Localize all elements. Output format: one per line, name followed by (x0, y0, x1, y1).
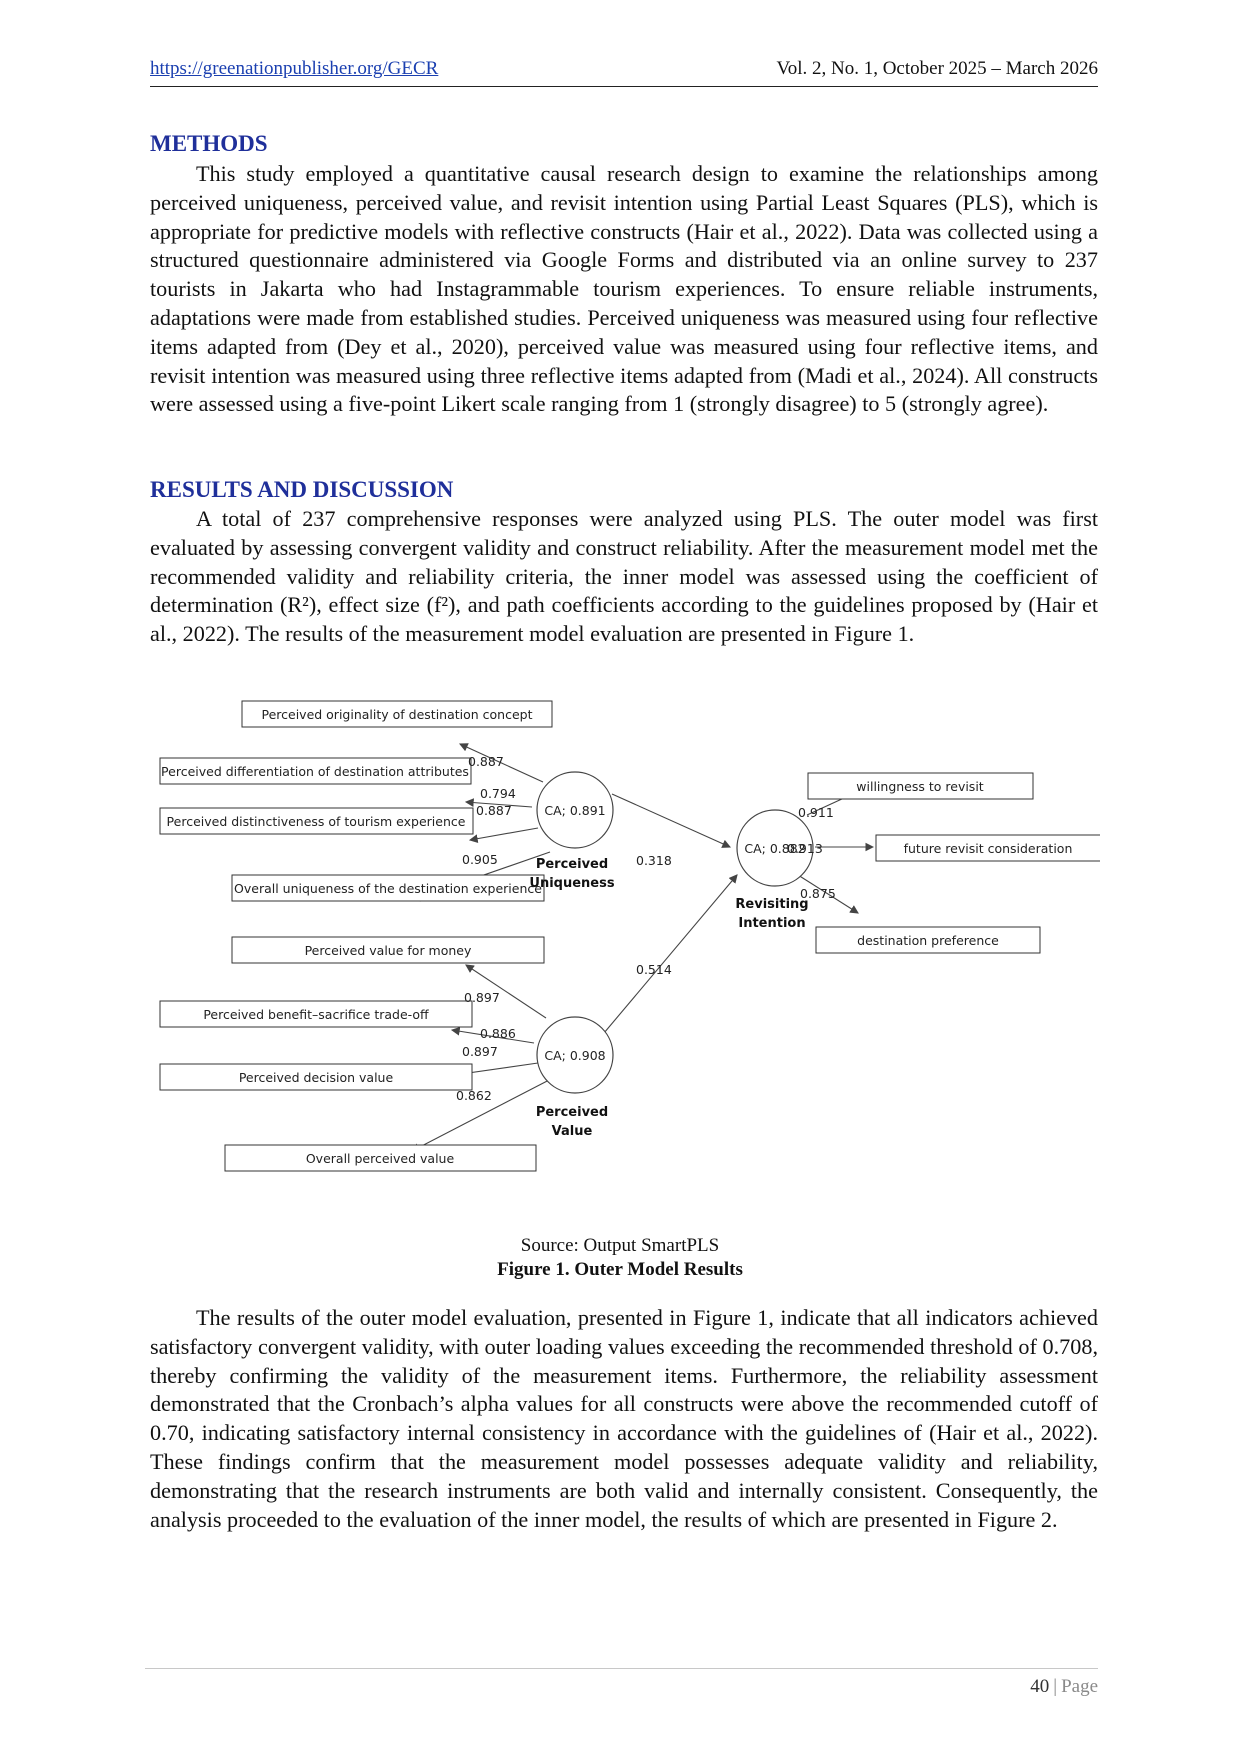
ca-revisit: CA; 0.882 (744, 841, 805, 856)
indicator-label-u1: Perceived originality of destination con… (261, 707, 532, 722)
figure-source: Source: Output SmartPLS (520, 1235, 720, 1256)
path-value-revisit (603, 874, 738, 1034)
methods-paragraph: This study employed a quantitative causa… (150, 161, 1098, 417)
indicator-box-r1 (807, 772, 1034, 800)
indicator-label-v1: Perceived value for money (305, 943, 472, 958)
page-number: 40 (1030, 1676, 1050, 1697)
outer-model-figure: Perceived originality of destination con… (150, 700, 1102, 1210)
arrow-v2 (450, 1026, 535, 1044)
construct-name-revisit-2: Intention (738, 916, 805, 931)
loading-r3: 0.875 (800, 886, 836, 901)
arrow-r3 (797, 874, 859, 914)
construct-name-value-1: Perceived (536, 1105, 608, 1120)
indicator-label-r1: willingness to revisit (856, 779, 984, 794)
construct-name-uniqueness-1: Perceived (536, 857, 608, 872)
results-paragraph-2: The results of the outer model evaluatio… (150, 1305, 1098, 1532)
arrow-v1 (465, 964, 547, 1019)
loading-u1: 0.887 (468, 754, 504, 769)
arrow-u2 (464, 798, 533, 808)
indicator-box-u2 (159, 757, 472, 785)
loading-u4: 0.905 (462, 852, 498, 867)
indicator-box-u3 (159, 807, 474, 835)
indicator-label-u3: Perceived distinctiveness of tourism exp… (167, 814, 466, 829)
indicator-box-r2 (875, 834, 1102, 862)
outer-model-diagram: Perceived originality of destination con… (159, 700, 1102, 1172)
indicator-box-u1 (241, 700, 553, 728)
indicator-label-r2: future revisit consideration (904, 841, 1073, 856)
indicator-box-v1 (231, 936, 545, 964)
results-heading: RESULTS AND DISCUSSION (150, 477, 454, 502)
indicator-label-v3: Perceived decision value (239, 1070, 394, 1085)
page-footer: 40|Page (1030, 1676, 1098, 1698)
indicator-label-u2: Perceived differentiation of destination… (161, 764, 469, 779)
arrow-v4 (411, 1077, 554, 1152)
indicator-label-v4: Overall perceived value (306, 1151, 455, 1166)
construct-circle-uniqueness (536, 771, 614, 849)
page-word: Page (1061, 1676, 1098, 1697)
loading-u3: 0.887 (476, 803, 512, 818)
construct-circle-revisit (736, 809, 814, 887)
results-paragraph-1: A total of 237 comprehensive responses w… (150, 506, 1098, 647)
arrow-u1 (458, 743, 544, 783)
diagram-arrows (410, 743, 875, 1152)
path-coefficient-uniqueness: 0.318 (636, 853, 672, 868)
loading-v2: 0.886 (480, 1026, 516, 1041)
indicator-box-v4 (224, 1144, 537, 1172)
loading-v3: 0.897 (462, 1044, 498, 1059)
indicator-box-v2 (159, 1000, 473, 1028)
loading-r2: 0.913 (787, 841, 823, 856)
figure-caption: Figure 1. Outer Model Results (497, 1259, 743, 1280)
indicator-label-r3: destination preference (857, 933, 999, 948)
journal-url-link[interactable]: https://greenationpublisher.org/GECR (150, 58, 439, 79)
indicator-box-r3 (815, 926, 1041, 954)
volume-info: Vol. 2, No. 1, October 2025 – March 2026 (776, 58, 1098, 79)
footer-divider (145, 1668, 1098, 1669)
path-coefficient-value: 0.514 (636, 962, 672, 977)
indicator-label-u4: Overall uniqueness of the destination ex… (234, 881, 542, 896)
indicator-box-u4 (231, 874, 545, 902)
path-uniqueness-revisit (611, 793, 732, 848)
construct-name-revisit-1: Revisiting (735, 897, 808, 912)
indicator-label-v2: Perceived benefit–sacrifice trade-off (203, 1007, 429, 1022)
loading-v1: 0.897 (464, 990, 500, 1005)
construct-circle-value (536, 1016, 614, 1094)
loading-r1: 0.911 (798, 805, 834, 820)
construct-name-uniqueness-2: Uniqueness (529, 876, 614, 891)
page-separator: | (1053, 1676, 1058, 1697)
loading-u2: 0.794 (480, 786, 516, 801)
indicator-box-v3 (159, 1063, 473, 1091)
ca-uniqueness: CA; 0.891 (544, 803, 605, 818)
construct-name-value-2: Value (552, 1124, 593, 1139)
ca-value: CA; 0.908 (544, 1048, 605, 1063)
header-divider (150, 86, 1098, 87)
loading-v4: 0.862 (456, 1088, 492, 1103)
arrow-u3 (468, 827, 539, 843)
methods-heading: METHODS (150, 131, 268, 156)
